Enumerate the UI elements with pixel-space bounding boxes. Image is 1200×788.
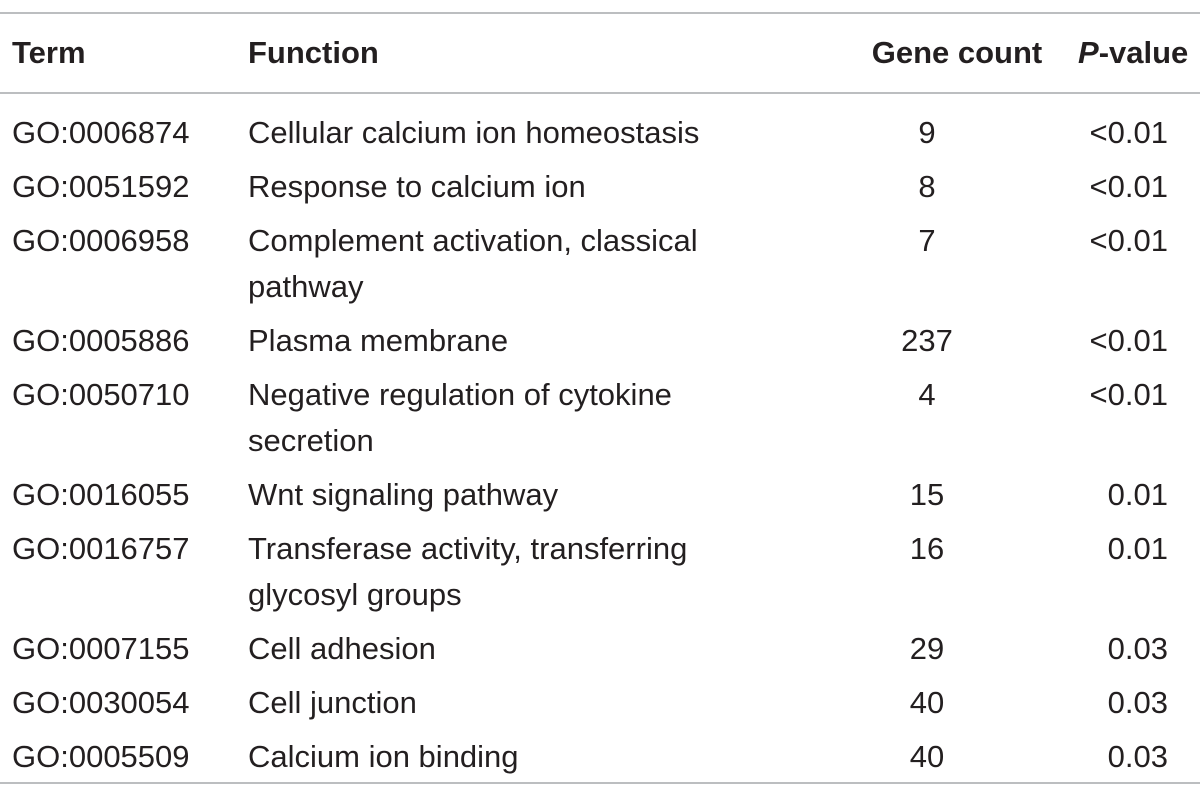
term-cell: GO:0007155 xyxy=(12,631,190,666)
p-value-cell: 0.03 xyxy=(1107,685,1168,720)
header-gene-count: Gene count xyxy=(871,35,1043,70)
header-p-value-italic: P xyxy=(1078,35,1099,70)
function-cell: Transferase activity, transferring glyco… xyxy=(248,531,688,612)
gene-count-cell: 40 xyxy=(909,685,945,720)
table-row: GO:0050710 Negative regulation of cytokin… xyxy=(0,372,1200,472)
term-cell: GO:0006958 xyxy=(12,223,190,258)
term-cell: GO:0005509 xyxy=(12,739,190,774)
table-row: GO:0005886 Plasma membrane 237 <0.01 xyxy=(0,318,1200,372)
term-cell: GO:0006874 xyxy=(12,115,190,150)
p-value-cell: <0.01 xyxy=(1089,115,1168,150)
gene-count-cell: 9 xyxy=(918,115,936,150)
header-term: Term xyxy=(12,35,86,70)
table-header-rule xyxy=(0,92,1200,94)
term-cell: GO:0051592 xyxy=(12,169,190,204)
p-value-cell: 0.03 xyxy=(1107,739,1168,774)
table-row: GO:0051592 Response to calcium ion 8 <0.01 xyxy=(0,164,1200,218)
p-value-cell: 0.01 xyxy=(1107,477,1168,512)
p-value-cell: <0.01 xyxy=(1089,377,1168,412)
p-value-cell: <0.01 xyxy=(1089,223,1168,258)
table-row: GO:0007155 Cell adhesion 29 0.03 xyxy=(0,626,1200,680)
table-row: GO:0006958 Complement activation, classic… xyxy=(0,218,1200,318)
term-cell: GO:0050710 xyxy=(12,377,190,412)
function-cell: Cell adhesion xyxy=(248,631,436,666)
gene-count-cell: 40 xyxy=(909,739,945,774)
p-value-cell: <0.01 xyxy=(1089,323,1168,358)
term-cell: GO:0030054 xyxy=(12,685,190,720)
function-cell: Cell junction xyxy=(248,685,417,720)
table-bottom-rule xyxy=(0,782,1200,784)
table-top-rule xyxy=(0,12,1200,14)
gene-count-cell: 7 xyxy=(918,223,936,258)
function-cell: Wnt signaling pathway xyxy=(248,477,559,512)
table-header: Term Function Gene count P-value xyxy=(0,14,1200,92)
function-cell: Plasma membrane xyxy=(248,323,509,358)
function-cell: Response to calcium ion xyxy=(248,169,586,204)
term-cell: GO:0016055 xyxy=(12,477,190,512)
function-cell: Complement activation, classical pathway xyxy=(248,223,698,304)
gene-count-cell: 16 xyxy=(909,531,945,566)
term-cell: GO:0005886 xyxy=(12,323,190,358)
p-value-cell: <0.01 xyxy=(1089,169,1168,204)
data-table: Term Function Gene count P-value GO:0006… xyxy=(0,14,1200,788)
gene-count-cell: 4 xyxy=(918,377,936,412)
header-p-value: P-value xyxy=(1078,14,1200,92)
table-row: GO:0016757 Transferase activity, transfer… xyxy=(0,526,1200,626)
header-function: Function xyxy=(248,35,379,70)
table-row: GO:0006874 Cellular calcium ion homeostas… xyxy=(0,92,1200,164)
p-value-cell: 0.03 xyxy=(1107,631,1168,666)
function-cell: Negative regulation of cytokine secretio… xyxy=(248,377,672,458)
gene-count-cell: 237 xyxy=(901,323,953,358)
p-value-cell: 0.01 xyxy=(1107,531,1168,566)
header-p-value-rest: -value xyxy=(1098,35,1189,70)
table-row: GO:0005509 Calcium ion binding 40 0.03 xyxy=(0,734,1200,788)
gene-count-cell: 8 xyxy=(918,169,936,204)
header-row: Term Function Gene count P-value xyxy=(0,14,1200,92)
gene-count-cell: 15 xyxy=(909,477,945,512)
table-row: GO:0030054 Cell junction 40 0.03 xyxy=(0,680,1200,734)
table-row: GO:0016055 Wnt signaling pathway 15 0.01 xyxy=(0,472,1200,526)
term-cell: GO:0016757 xyxy=(12,531,190,566)
function-cell: Cellular calcium ion homeostasis xyxy=(248,115,700,150)
gene-count-cell: 29 xyxy=(909,631,945,666)
table-body: GO:0006874 Cellular calcium ion homeostas… xyxy=(0,92,1200,788)
function-cell: Calcium ion binding xyxy=(248,739,519,774)
